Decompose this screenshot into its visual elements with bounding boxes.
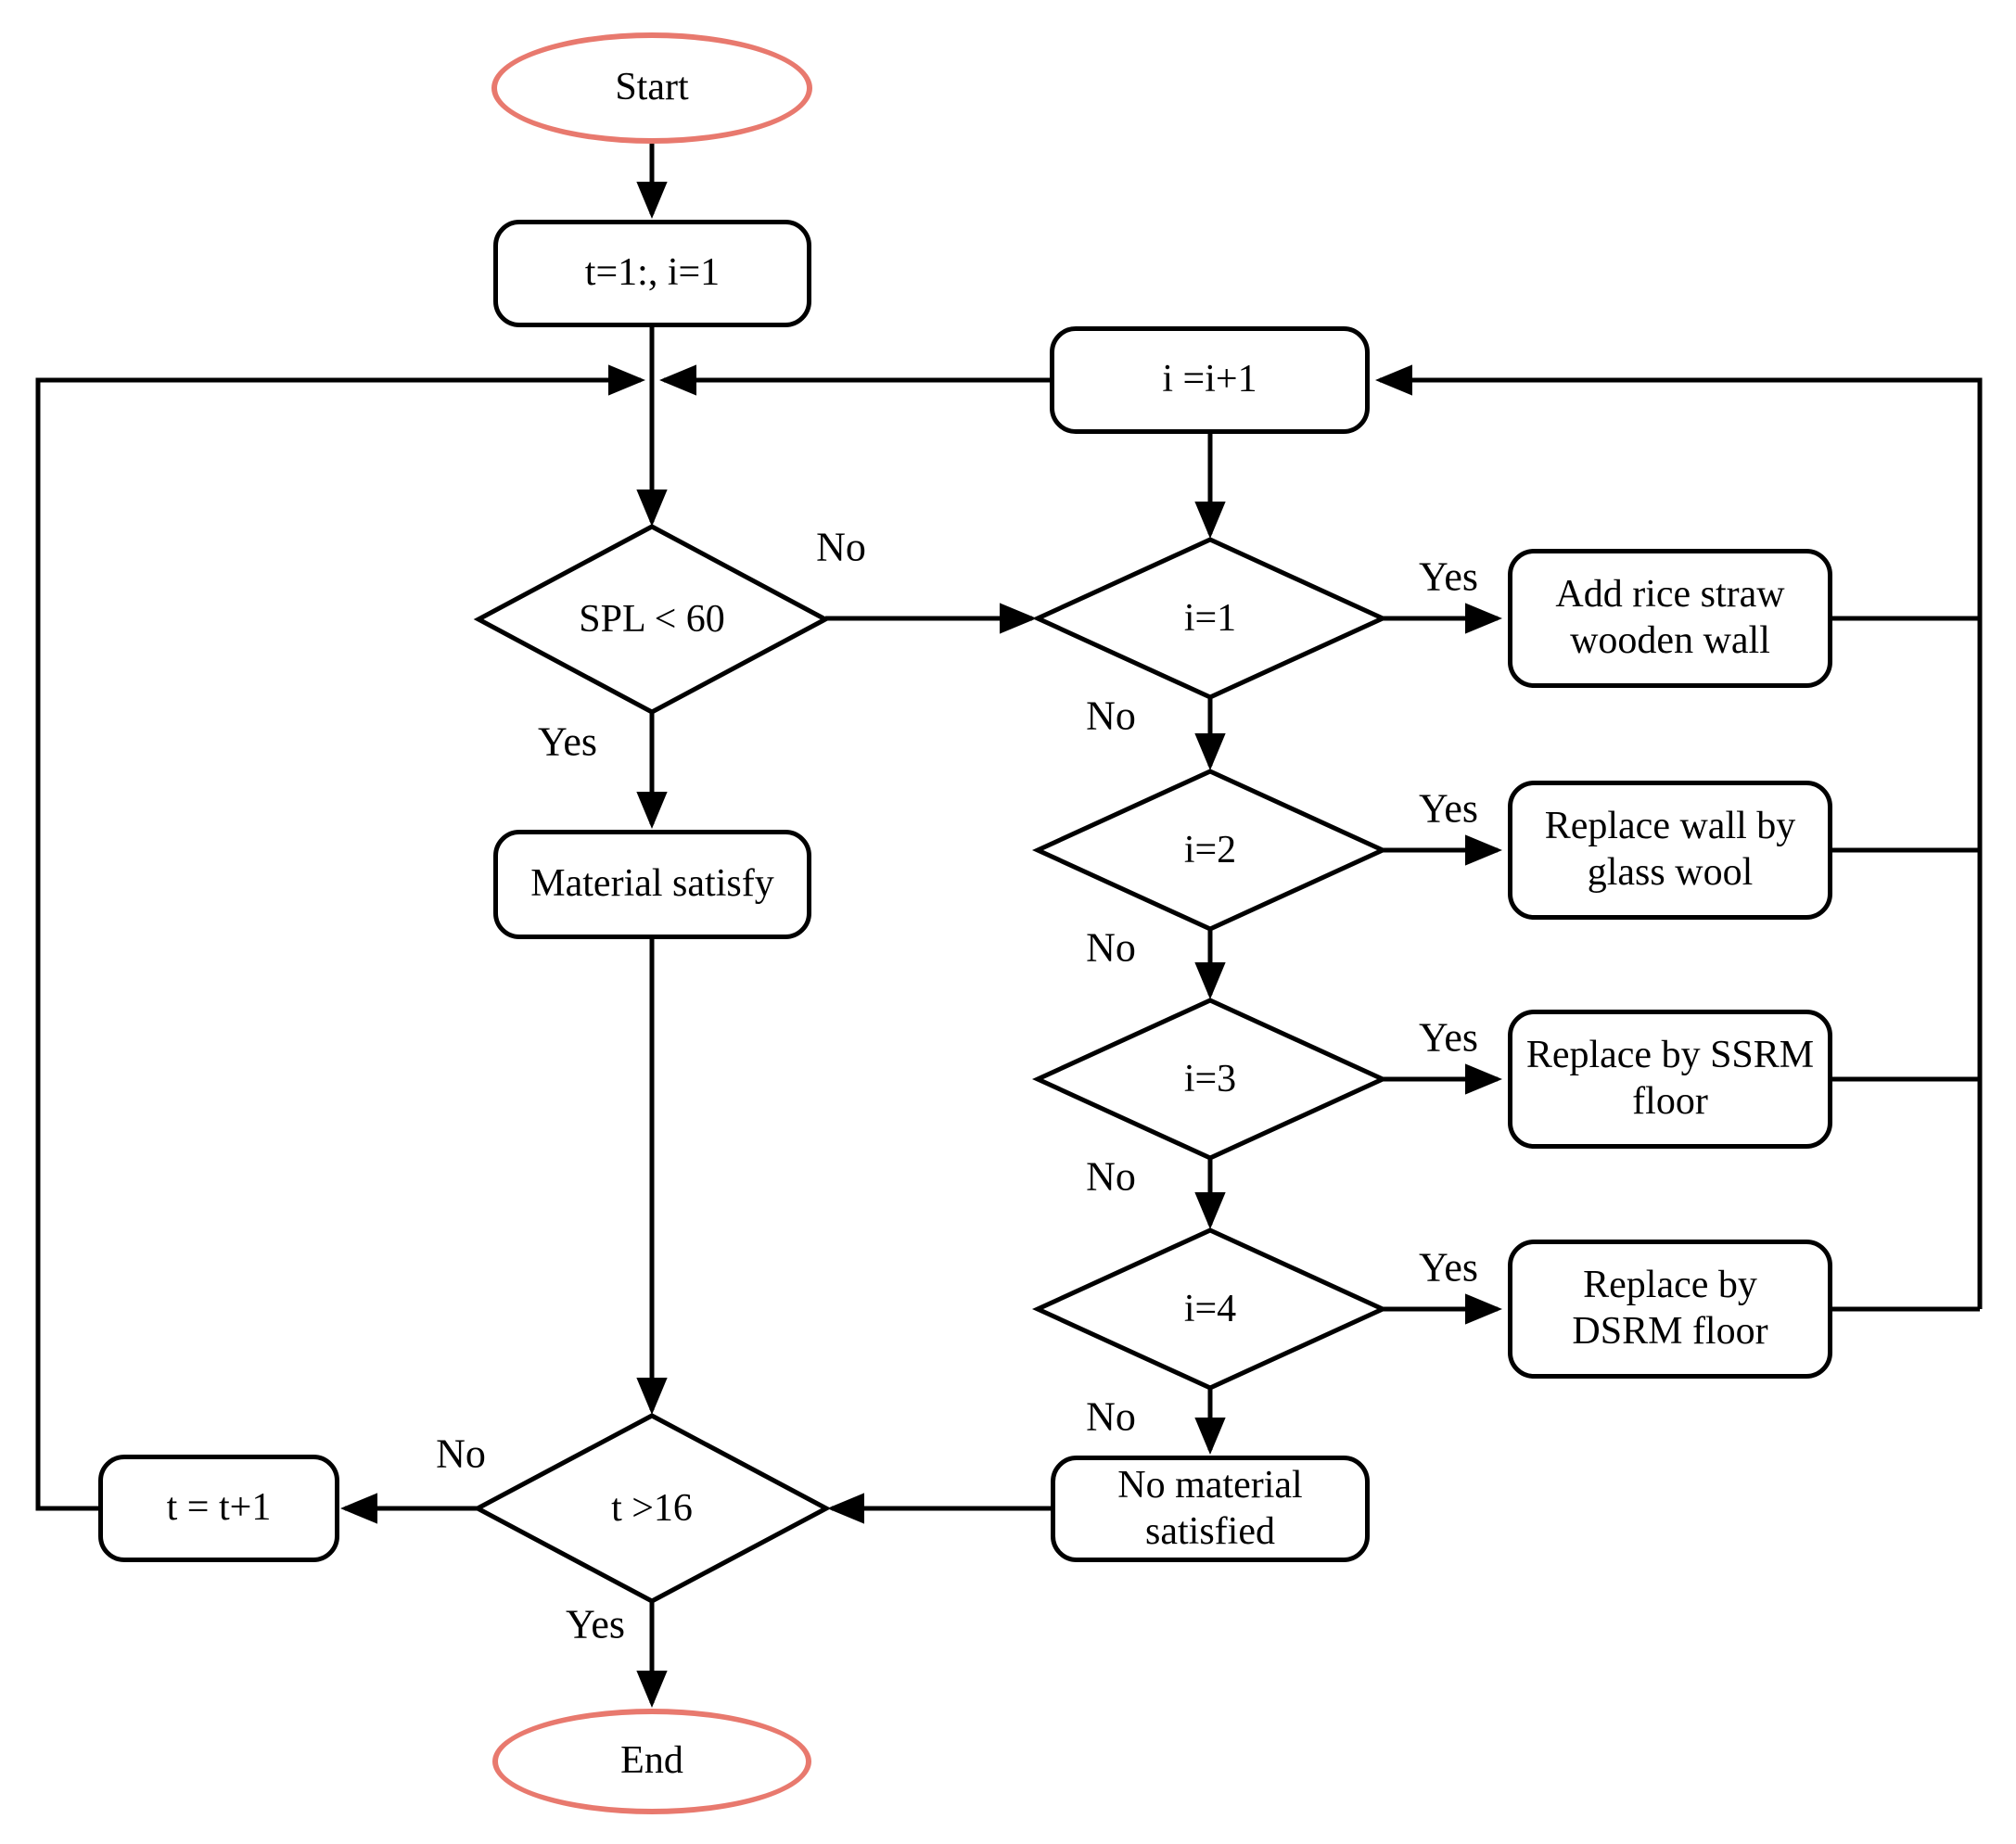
t16-no-edge-label: No	[436, 1431, 486, 1477]
material-satisfy-process: Material satisfy	[493, 830, 811, 939]
i2-no-edge-label: No	[1086, 924, 1136, 971]
i3-yes-edge-label: Yes	[1418, 1014, 1479, 1061]
increment-t-label: t = t+1	[166, 1486, 272, 1530]
material-satisfy-label: Material satisfy	[530, 862, 774, 906]
i4-decision-label: i=4	[1183, 1288, 1237, 1330]
i3-decision-label: i=3	[1183, 1058, 1237, 1100]
i1-yes-edge-label: Yes	[1418, 553, 1479, 600]
action2-label: Replace wall by glass wool	[1544, 805, 1796, 894]
spl-no-edge-label: No	[816, 524, 866, 570]
i4-no-edge-label: No	[1086, 1393, 1136, 1440]
increment-i-process: i =i+1	[1050, 326, 1370, 434]
init-label: t=1:, i=1	[584, 251, 721, 295]
edge-right-rail-to-increment-i	[1375, 364, 1983, 1309]
action4-label: Replace by DSRM floor	[1572, 1264, 1768, 1353]
i2-decision-diamond	[1031, 769, 1389, 932]
i3-no-edge-label: No	[1086, 1153, 1136, 1200]
i1-decision-diamond	[1031, 537, 1389, 700]
increment-i-label: i =i+1	[1162, 358, 1257, 401]
start-terminator: Start	[491, 32, 812, 144]
init-process: t=1:, i=1	[493, 220, 811, 327]
i3-decision-diamond	[1031, 998, 1389, 1161]
end-label: End	[620, 1739, 683, 1783]
increment-t-process: t = t+1	[98, 1455, 339, 1562]
i1-no-edge-label: No	[1086, 693, 1136, 739]
i2-decision-label: i=2	[1183, 829, 1237, 871]
t16-decision-diamond	[472, 1413, 832, 1604]
action2-process: Replace wall by glass wool	[1508, 781, 1832, 920]
edge-left-loop-to-junction	[35, 364, 645, 1511]
action3-label: Replace by SSRM floor	[1525, 1034, 1815, 1123]
end-terminator: End	[492, 1709, 811, 1814]
i4-yes-edge-label: Yes	[1418, 1244, 1479, 1291]
i4-decision-diamond	[1031, 1227, 1389, 1391]
spl-decision-label: SPL < 60	[579, 598, 725, 641]
action1-process: Add rice straw wooden wall	[1508, 549, 1832, 688]
i1-decision-label: i=1	[1183, 597, 1237, 640]
no-material-process: No material satisfied	[1051, 1456, 1370, 1562]
action1-label: Add rice straw wooden wall	[1555, 573, 1785, 662]
spl-decision-diamond	[473, 524, 831, 715]
action4-process: Replace by DSRM floor	[1508, 1240, 1832, 1379]
t16-decision-label: t >16	[611, 1487, 693, 1530]
action3-process: Replace by SSRM floor	[1508, 1010, 1832, 1149]
no-material-label: No material satisfied	[1117, 1463, 1303, 1553]
t16-yes-edge-label: Yes	[565, 1601, 626, 1647]
start-label: Start	[615, 66, 689, 109]
i2-yes-edge-label: Yes	[1418, 785, 1479, 832]
spl-yes-edge-label: Yes	[537, 719, 598, 765]
